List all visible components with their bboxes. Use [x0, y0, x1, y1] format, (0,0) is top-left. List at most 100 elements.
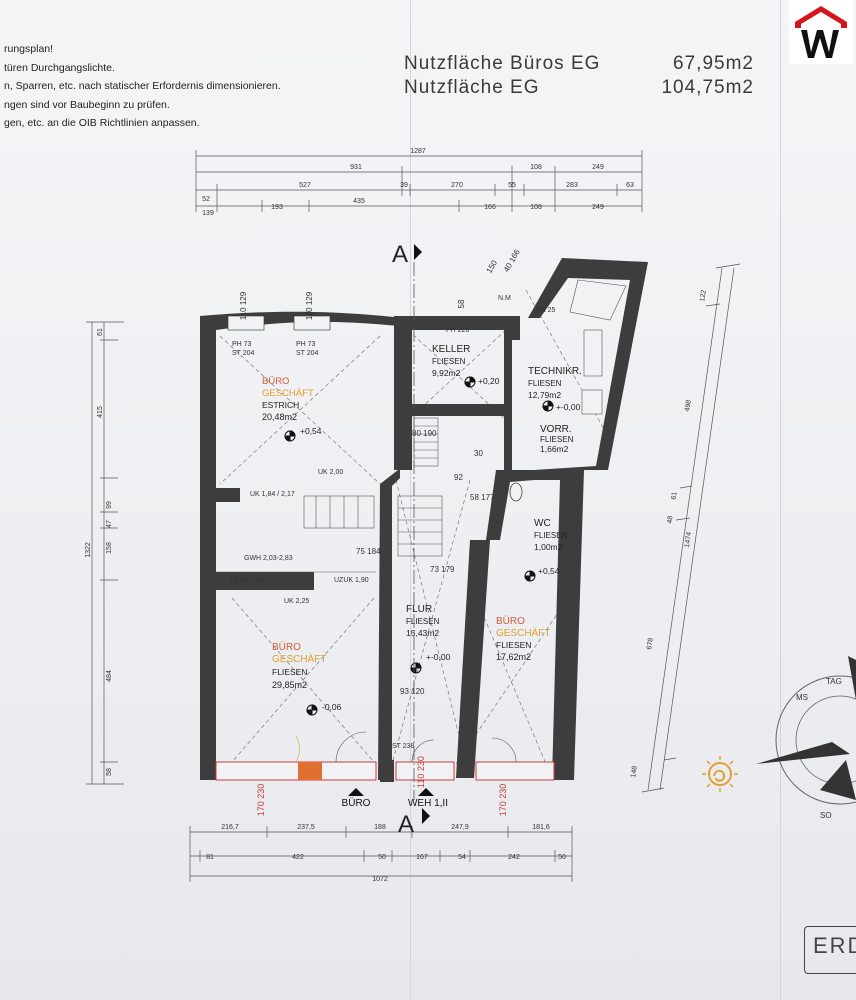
label: 93 120: [400, 687, 425, 696]
area-row-offices: Nutzfläche Büros EG 67,95m2: [404, 52, 754, 76]
wall-keller: [394, 316, 520, 470]
dim-label: 61: [97, 328, 104, 336]
dim-label: 150: [485, 258, 500, 275]
label: 58 177: [470, 493, 495, 502]
room-level: +0,20: [478, 376, 500, 386]
room-name: WC: [534, 518, 551, 529]
dim-label: 47: [106, 520, 113, 528]
room-technik: TECHNIKR. FLIESEN 12,79m2 +-0,00: [528, 366, 582, 412]
label: PH 73: [232, 341, 252, 348]
dim-label: 48: [667, 515, 675, 524]
room-area: 17,62m2: [496, 652, 531, 662]
area-label: Nutzfläche Büros EG: [404, 53, 601, 74]
notes-block: rungsplan! türen Durchgangslichte. n, Sp…: [4, 40, 344, 133]
paper-fold: [410, 0, 411, 1000]
label: UZUK 1,91: [230, 577, 265, 584]
level-marker-icon: [306, 704, 318, 716]
dim-label: 58: [106, 768, 113, 776]
dim-label: 1474: [684, 531, 693, 548]
label: PH 228: [446, 327, 469, 334]
dim-label: 139: [202, 210, 214, 217]
dim-label: 122: [699, 289, 708, 302]
room-level: +0,54: [300, 426, 322, 436]
svg-text:A: A: [392, 241, 408, 268]
room-area: 20,48m2: [262, 412, 297, 422]
dim-label: 415: [97, 406, 104, 418]
entry-marker-buero: BÜRO: [342, 788, 371, 809]
window-front-left: [215, 761, 377, 781]
room-floor: FLIESEN: [534, 531, 568, 540]
dim-label: 242: [508, 854, 520, 861]
room-level: -0,06: [322, 702, 342, 712]
room-level: +-0,00: [556, 402, 581, 412]
dim-label: 527: [299, 182, 311, 189]
note-line: n, Sparren, etc. nach statischer Erforde…: [4, 80, 281, 92]
level-marker-icon: [542, 400, 554, 412]
dim-label: 99: [106, 501, 113, 509]
area-value: 67,95m2: [673, 53, 754, 74]
note-line: gen, etc. an die OIB Richtlinien anpasse…: [4, 117, 200, 129]
technik-fixture: [581, 389, 603, 415]
room-buero-nw: BÜRO GESCHÄFT ESTRICH 20,48m2 +0,54: [262, 376, 322, 436]
technik-fixture: [583, 329, 603, 377]
room-keller: KELLER FLIESEN 9,92m2 +0,20: [432, 344, 500, 386]
title-block: ERD: [804, 926, 856, 974]
room-name: TECHNIKR.: [528, 366, 582, 377]
dim-label: 1072: [372, 876, 388, 883]
dim-label: 484: [106, 670, 113, 682]
room-floor: FLIESEN: [272, 667, 307, 677]
window-dim: 110 129: [305, 291, 314, 320]
room-area: 1,66m2: [540, 444, 569, 454]
wall-east: [528, 258, 648, 780]
label: 75 184: [356, 547, 381, 556]
dim-label: 58: [457, 299, 466, 308]
label: UZUK 1,90: [334, 577, 369, 584]
level-marker-icon: [464, 376, 476, 388]
dim-label: 249: [592, 164, 604, 171]
dim-label: 55: [508, 182, 516, 189]
dim-label: 216,7: [221, 824, 239, 831]
compass-icon: MS TAG SO: [756, 656, 856, 820]
room-floor: FLIESEN: [528, 379, 562, 388]
area-label: Nutzfläche EG: [404, 77, 540, 98]
room-area: 9,92m2: [432, 368, 461, 378]
compass-label: SO: [820, 811, 832, 820]
dim-label: 39: [400, 182, 408, 189]
window-dim: 110 230: [416, 756, 426, 788]
dim-label: 270: [451, 182, 463, 189]
room-area: 29,85m2: [272, 680, 307, 690]
room-area: 15,43m2: [406, 628, 439, 638]
room-level: +0,54: [538, 566, 560, 576]
dim-label: 1322: [85, 542, 92, 558]
label: UK 2,25: [284, 598, 309, 605]
dim-label: 54: [458, 854, 466, 861]
wall-wc: [486, 470, 536, 540]
room-floor: FLIESEN: [432, 357, 466, 366]
title-block-text: ERD: [813, 933, 856, 958]
window-dim: 170 230: [498, 784, 508, 817]
room-vorr: VORR. FLIESEN 1,66m2: [540, 424, 574, 454]
wall-segment: [380, 760, 394, 782]
dim-label: 678: [646, 637, 655, 650]
area-value: 104,75m2: [661, 77, 754, 98]
technik-fixture: [569, 279, 627, 321]
room-floor: FLIESEN: [406, 617, 440, 626]
svg-text:A: A: [398, 811, 414, 838]
dim-label: 166: [484, 204, 496, 211]
dim-label: 422: [292, 854, 304, 861]
entry-label: WEH 1,II: [408, 798, 448, 809]
level-marker-icon: [284, 430, 296, 442]
room-area: 12,79m2: [528, 390, 561, 400]
compass-label: TAG: [826, 677, 842, 686]
entry-marker-weh: WEH 1,II: [408, 788, 448, 809]
dim-label: 108: [530, 164, 542, 171]
compass-label: MS: [796, 693, 808, 702]
level-marker-icon: [524, 570, 536, 582]
note-line: türen Durchgangslichte.: [4, 61, 115, 74]
dim-label: 1287: [410, 148, 426, 155]
window-top-left: [227, 315, 265, 331]
room-name: KELLER: [432, 344, 470, 355]
window-dim: 170 230: [256, 784, 266, 817]
room-floor: FLIESEN: [540, 435, 574, 444]
